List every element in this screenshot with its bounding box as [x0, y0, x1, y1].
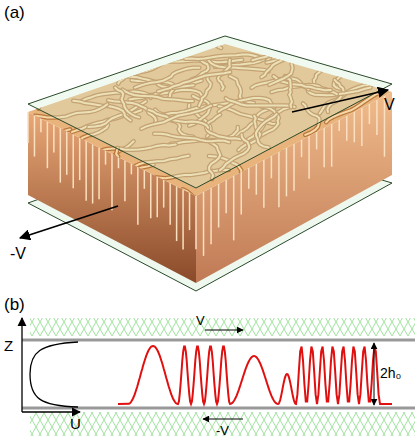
- wall-ridge: [72, 135, 74, 189]
- axis-label: U: [70, 416, 81, 431]
- wall-ridge: [47, 122, 49, 169]
- wall-ridge: [105, 151, 107, 165]
- wall-ridge: [182, 190, 184, 250]
- wall-ridge: [79, 138, 81, 180]
- velocity-profile: [30, 342, 78, 407]
- wall-ridge: [195, 196, 197, 249]
- wall-ridge: [248, 168, 250, 189]
- velocity-label: -V: [10, 246, 26, 262]
- wall-ridge: [225, 180, 227, 213]
- wall-ridge: [137, 167, 139, 225]
- wall-ridge: [92, 144, 94, 203]
- wall-ridge: [85, 141, 87, 201]
- panel-label: (a): [4, 4, 25, 21]
- wall-hatch: [30, 318, 415, 336]
- axis-label: Z: [4, 338, 13, 353]
- wall-ridge: [34, 115, 36, 156]
- wall-ridge: [338, 120, 340, 131]
- wall-ridge: [169, 183, 171, 225]
- wall-ridge: [66, 131, 68, 174]
- u-axis: [22, 411, 80, 412]
- wall-ridge: [98, 148, 100, 200]
- plate-line: [22, 407, 415, 410]
- wall-ridge: [156, 177, 158, 218]
- wall-ridge: [233, 176, 235, 240]
- wall-ridge: [144, 170, 146, 189]
- wall-ridge: [118, 157, 120, 168]
- wall-ridge: [176, 186, 178, 241]
- wall-ridge: [218, 184, 220, 228]
- pattern-ridge: [19, 129, 70, 157]
- wall-ridge: [150, 173, 152, 218]
- wall-ridge: [271, 156, 273, 178]
- velocity-arrow: [292, 90, 388, 112]
- wall-ridge: [293, 144, 295, 191]
- wall-ridge: [376, 100, 378, 135]
- velocity-label: V: [384, 97, 395, 113]
- z-axis: [21, 318, 22, 412]
- pattern-ridge: [183, 189, 202, 229]
- plate-line: [22, 339, 415, 342]
- wall-ridge: [361, 108, 363, 146]
- pattern-ridge: [73, 148, 118, 178]
- wall-ridge: [210, 188, 212, 244]
- velocity-arrow: [20, 206, 118, 238]
- velocity-arrow: [205, 330, 243, 331]
- velocity-label: -V: [216, 424, 229, 437]
- wall-ridge: [331, 124, 333, 167]
- top-plate: [28, 36, 392, 188]
- wall-ridge: [316, 132, 318, 149]
- wall-ridge: [40, 118, 42, 132]
- wall-ridge: [278, 152, 280, 207]
- wall-ridge: [256, 164, 258, 195]
- wall-hatch: [30, 412, 415, 436]
- wall-ridge: [346, 116, 348, 141]
- height-profile: [118, 346, 392, 404]
- wall-ridge: [286, 148, 288, 196]
- wall-ridge: [111, 154, 113, 210]
- wall-ridge: [240, 172, 242, 215]
- wall-ridge: [369, 104, 371, 124]
- wall-ridge: [263, 160, 265, 208]
- velocity-label: V: [196, 314, 205, 327]
- wall-ridge: [124, 160, 126, 201]
- wall-ridge: [301, 140, 303, 157]
- wall-ridge: [203, 192, 205, 256]
- wall-ridge: [60, 128, 62, 182]
- wall-ridge: [189, 193, 191, 230]
- velocity-arrow: [203, 419, 243, 420]
- wall-ridge: [308, 136, 310, 179]
- wall-ridge: [27, 112, 29, 143]
- panel-label: (b): [4, 296, 25, 313]
- pattern-ridge: [73, 148, 118, 178]
- wall-ridge: [53, 125, 55, 153]
- wall-ridge: [163, 180, 165, 208]
- pattern-ridge: [19, 129, 70, 157]
- dimension-label: 2h₀: [380, 366, 401, 380]
- pattern-ridge: [183, 189, 202, 229]
- dimension-line: [374, 343, 375, 405]
- wall-ridge: [354, 112, 356, 142]
- wall-ridge: [131, 164, 133, 175]
- wall-ridge: [323, 128, 325, 167]
